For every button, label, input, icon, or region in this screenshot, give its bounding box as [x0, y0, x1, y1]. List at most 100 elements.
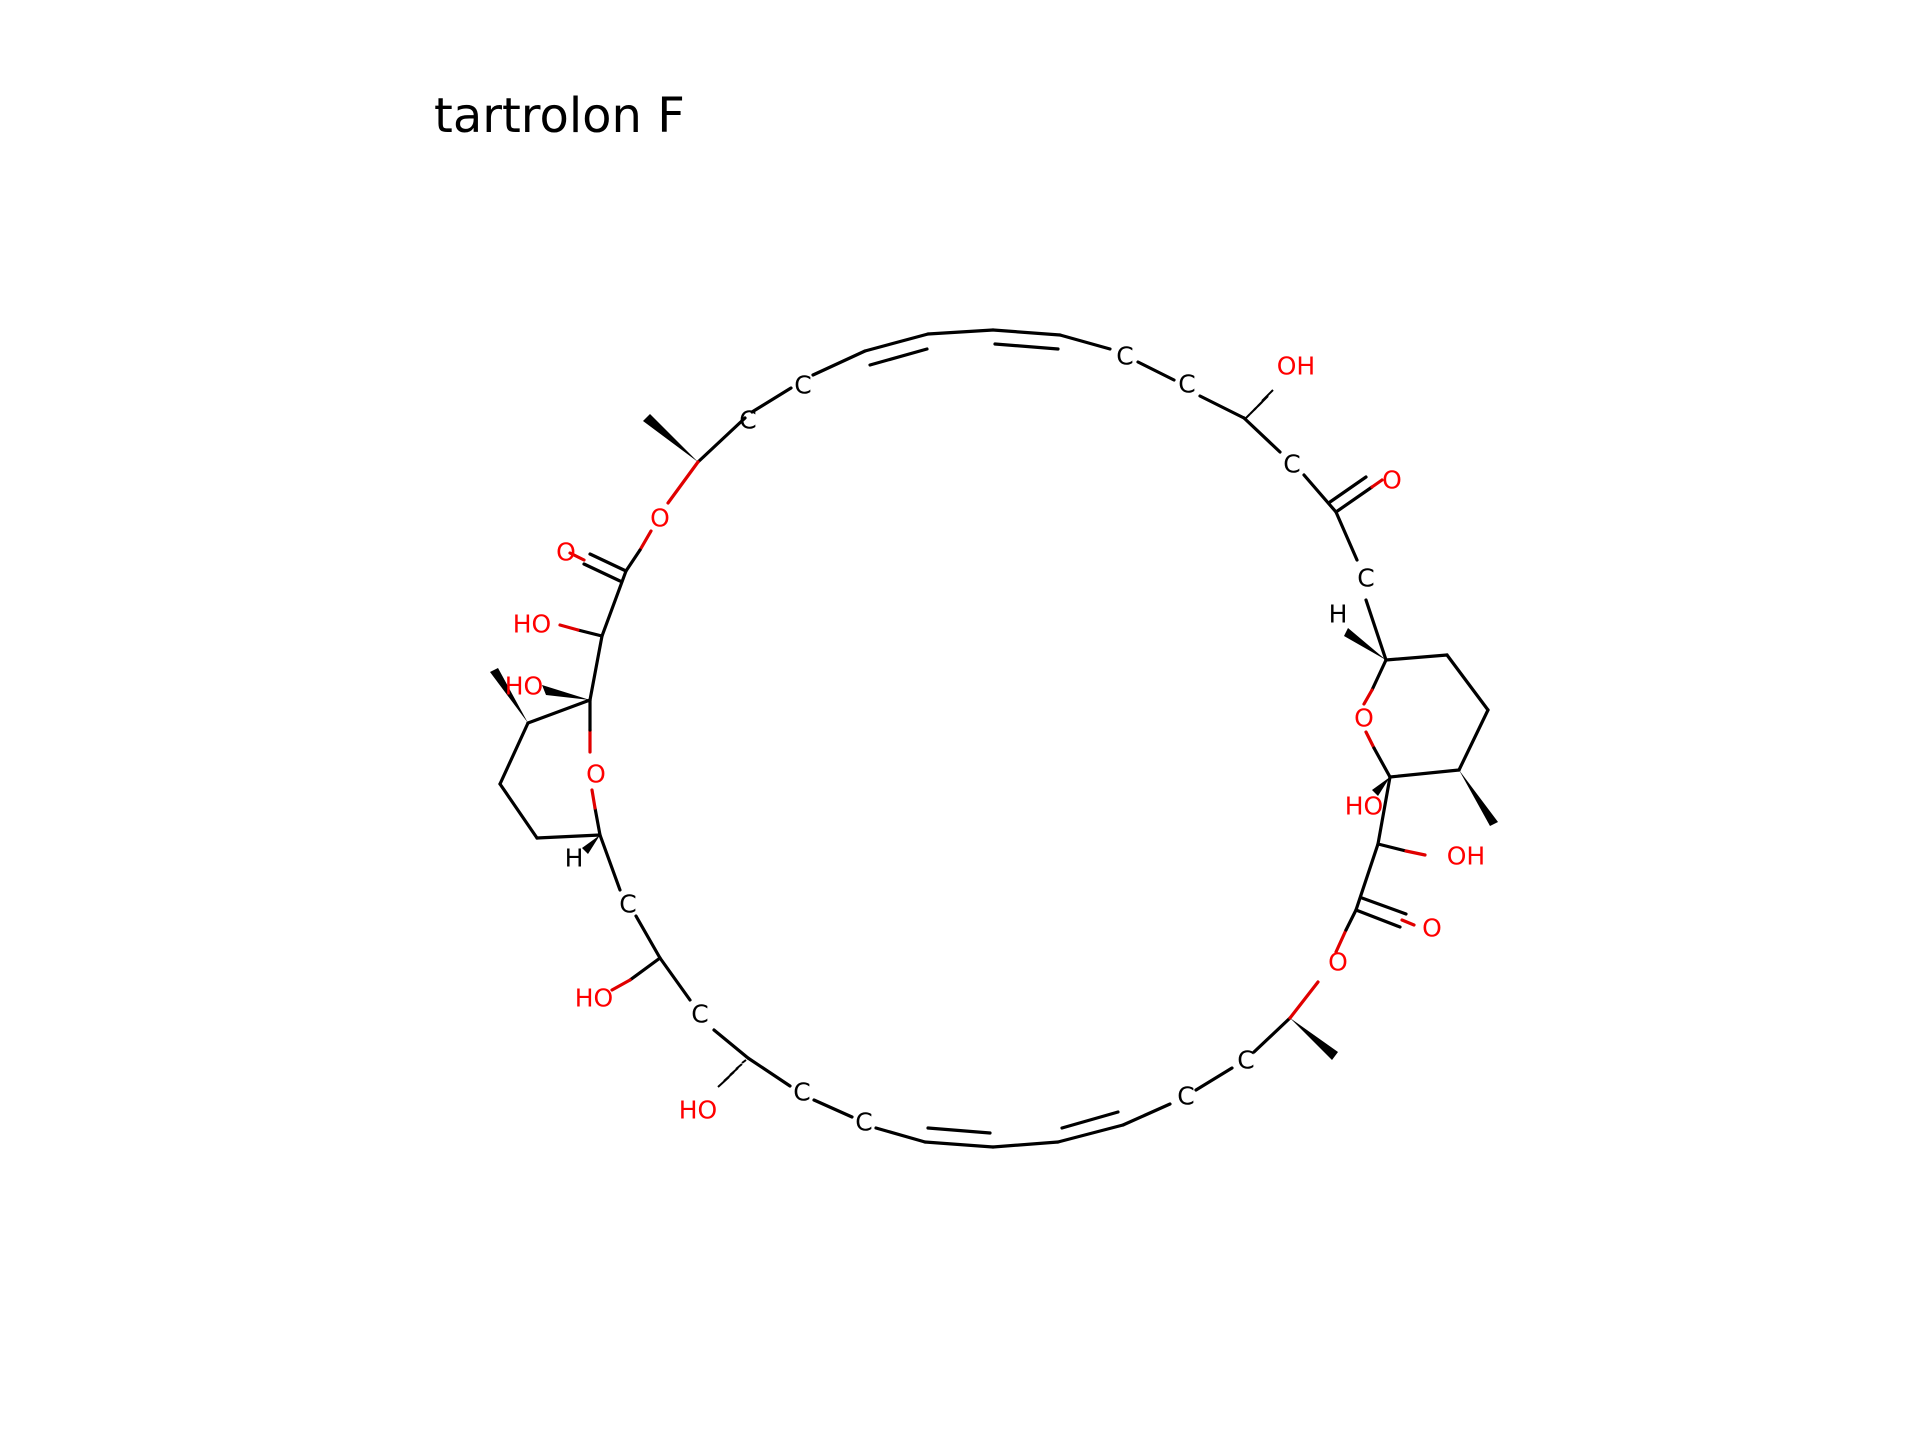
bond — [1445, 653, 1490, 712]
bond — [750, 386, 793, 414]
bonds-top-arc — [696, 328, 1359, 562]
bond — [600, 569, 628, 638]
atom-carbon: C — [739, 406, 756, 435]
bond — [1354, 908, 1402, 929]
bond — [811, 349, 867, 377]
bond — [610, 978, 632, 992]
wedge-bond — [1372, 777, 1390, 796]
bond — [1376, 842, 1408, 853]
bond — [991, 328, 1062, 337]
atom-hydrogen: H — [565, 844, 584, 873]
bond — [812, 1098, 854, 1119]
bond — [568, 551, 586, 562]
bond — [991, 1140, 1060, 1149]
bond — [1354, 842, 1380, 912]
bond — [1370, 658, 1388, 692]
atom-oxygen: O — [650, 504, 670, 533]
atom-carbon: C — [1116, 342, 1133, 371]
bond — [588, 634, 604, 702]
bond — [1384, 653, 1449, 662]
atom-oxygen: O — [1382, 466, 1402, 495]
bond — [1388, 768, 1461, 779]
atom-hydroxyl-left: HO — [575, 984, 613, 1013]
bond — [868, 347, 929, 367]
bond — [1370, 478, 1384, 489]
atom-carbon: C — [1178, 370, 1195, 399]
bond — [535, 833, 602, 840]
bond — [666, 460, 700, 505]
bond — [582, 562, 622, 583]
bond — [1252, 1016, 1292, 1054]
bond — [1328, 475, 1368, 504]
bond — [712, 1028, 750, 1060]
atom-carbon: C — [793, 1078, 810, 1107]
bond — [1364, 598, 1388, 662]
bond — [1400, 918, 1416, 927]
bond — [923, 1140, 995, 1149]
bond — [926, 328, 995, 336]
bond — [658, 956, 692, 1002]
bond — [628, 956, 662, 982]
atom-carbon: C — [691, 1000, 708, 1029]
bonds-right-ring — [1362, 653, 1490, 779]
hash-bond — [1245, 389, 1274, 419]
bond — [1136, 360, 1176, 382]
bonds-left-ring — [498, 698, 602, 840]
bond — [593, 806, 602, 837]
bond — [1334, 485, 1374, 514]
bond — [498, 721, 530, 786]
atom-carbon: C — [619, 890, 636, 919]
bond — [1360, 896, 1408, 916]
atom-hydroxyl-left: HO — [679, 1096, 717, 1125]
bond — [1288, 980, 1320, 1020]
wedge-bond — [1290, 1018, 1338, 1060]
bond — [590, 788, 597, 810]
bond — [696, 416, 747, 464]
bond — [634, 914, 662, 960]
bond — [926, 1126, 992, 1135]
bond — [638, 529, 653, 552]
molecule-title: tartrolon F — [434, 88, 685, 144]
bond — [1302, 473, 1338, 514]
bond — [558, 623, 580, 632]
bond — [1344, 908, 1358, 932]
bond — [526, 698, 592, 725]
atom-hydroxyl: OH — [1277, 352, 1315, 381]
wedge-bond — [490, 668, 528, 723]
bond — [588, 552, 628, 573]
atom-carbon: C — [1357, 564, 1374, 593]
atom-hydrogen: H — [1329, 600, 1348, 629]
wedge-bond — [1344, 628, 1386, 660]
atom-oxygen: O — [1328, 948, 1348, 977]
atom-carbon: C — [1283, 450, 1300, 479]
atom-oxygen: O — [586, 760, 606, 789]
bond — [746, 1056, 792, 1088]
bond — [1334, 510, 1359, 562]
bond — [1364, 730, 1376, 750]
bond — [1056, 1123, 1125, 1144]
atom-oxygen: O — [1354, 704, 1374, 733]
wedge-bond — [542, 685, 590, 700]
bond — [1058, 333, 1112, 351]
bonds-bottom-arc — [598, 833, 1292, 1149]
atom-oxygen: O — [1422, 914, 1442, 943]
bond — [1194, 1066, 1234, 1092]
bond — [576, 628, 604, 638]
bond — [1372, 746, 1392, 779]
bond — [624, 548, 642, 573]
wedge-bond — [582, 835, 600, 854]
bond — [498, 782, 539, 840]
atom-carbon: C — [855, 1108, 872, 1137]
atom-carbon: C — [794, 371, 811, 400]
bond — [1376, 775, 1392, 846]
bond — [1060, 1110, 1120, 1130]
bond — [1362, 688, 1374, 706]
bond — [1457, 708, 1490, 772]
atom-hydroxyl-left: HO — [513, 610, 551, 639]
bond — [1121, 1102, 1172, 1127]
bond — [1198, 394, 1246, 420]
atom-oxygen: O — [556, 538, 576, 567]
bond — [1404, 849, 1427, 857]
hash-bond — [717, 1059, 747, 1088]
bond — [863, 332, 930, 353]
